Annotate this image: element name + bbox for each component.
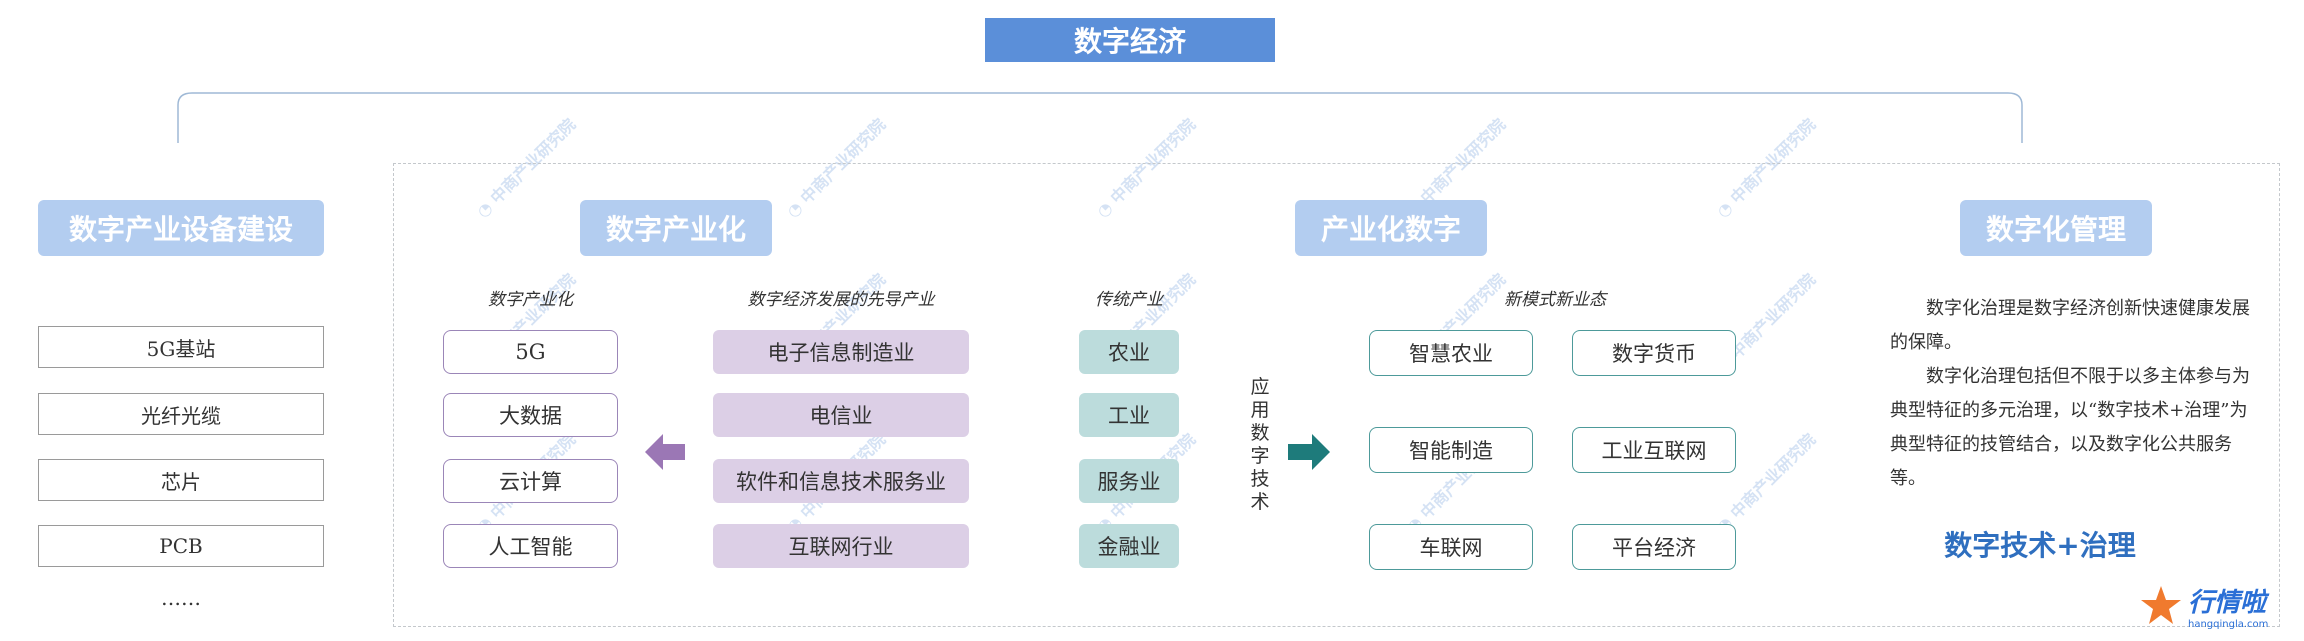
apply-tech-char: 术 [1250, 491, 1270, 513]
leading-item: 软件和信息技术服务业 [713, 459, 969, 503]
new-model-item: 平台经济 [1572, 524, 1736, 570]
infra-item: 芯片 [38, 459, 324, 501]
digital-item: 云计算 [443, 459, 618, 503]
new-model-item: 车联网 [1369, 524, 1533, 570]
management-paragraph-1: 数字化治理是数字经济创新快速健康发展的保障。 [1890, 298, 2250, 353]
apply-tech-char: 技 [1250, 468, 1270, 490]
management-paragraph-2: 数字化治理包括但不限于以多主体参与为典型特征的多元治理，以“数字技术+治理”为典… [1890, 366, 2250, 489]
leading-item: 互联网行业 [713, 524, 969, 568]
traditional-item: 服务业 [1079, 459, 1179, 503]
brand-logo: 行情啦 hangqingla.com [2138, 584, 2269, 630]
section-header-infra: 数字产业设备建设 [38, 200, 324, 256]
arrow-right-icon [1288, 434, 1330, 470]
traditional-item: 工业 [1079, 393, 1179, 437]
infra-item: 光纤光缆 [38, 393, 324, 435]
leading-item: 电信业 [713, 393, 969, 437]
section-header-industrial-digitalization: 产业化数字 [1295, 200, 1487, 256]
column-heading-traditional: 传统产业 [1095, 290, 1163, 310]
infra-ellipsis: …… [161, 586, 201, 610]
new-model-item: 智能制造 [1369, 427, 1533, 473]
column-heading-digital: 数字产业化 [488, 290, 573, 310]
logo-text: 行情啦 [2188, 588, 2267, 618]
section-header-digital-industrialization: 数字产业化 [580, 200, 772, 256]
new-model-item: 智慧农业 [1369, 330, 1533, 376]
apply-tech-char: 数 [1250, 422, 1270, 444]
apply-tech-char: 字 [1250, 445, 1270, 467]
traditional-item: 农业 [1079, 330, 1179, 374]
page-title: 数字经济 [985, 18, 1275, 62]
section-header-digital-management: 数字化管理 [1960, 200, 2152, 256]
infra-item: 5G基站 [38, 326, 324, 368]
new-model-item: 数字货币 [1572, 330, 1736, 376]
new-model-item: 工业互联网 [1572, 427, 1736, 473]
digital-item: 大数据 [443, 393, 618, 437]
traditional-item: 金融业 [1079, 524, 1179, 568]
management-highlight: 数字技术+治理 [1944, 529, 2136, 562]
digital-item: 人工智能 [443, 524, 618, 568]
logo-subtext: hangqingla.com [2188, 619, 2269, 630]
star-icon [2141, 586, 2181, 624]
digital-item: 5G [443, 330, 618, 374]
leading-item: 电子信息制造业 [713, 330, 969, 374]
arrow-left-icon [645, 434, 685, 470]
infra-item: PCB [38, 525, 324, 567]
industry-container [393, 163, 2280, 627]
column-heading-leading: 数字经济发展的先导产业 [747, 290, 935, 310]
column-heading-new-models: 新模式新业态 [1504, 290, 1606, 310]
apply-tech-label: 应用数字技术 [1245, 376, 1275, 514]
apply-tech-char: 应 [1250, 376, 1270, 398]
apply-tech-char: 用 [1250, 399, 1270, 421]
